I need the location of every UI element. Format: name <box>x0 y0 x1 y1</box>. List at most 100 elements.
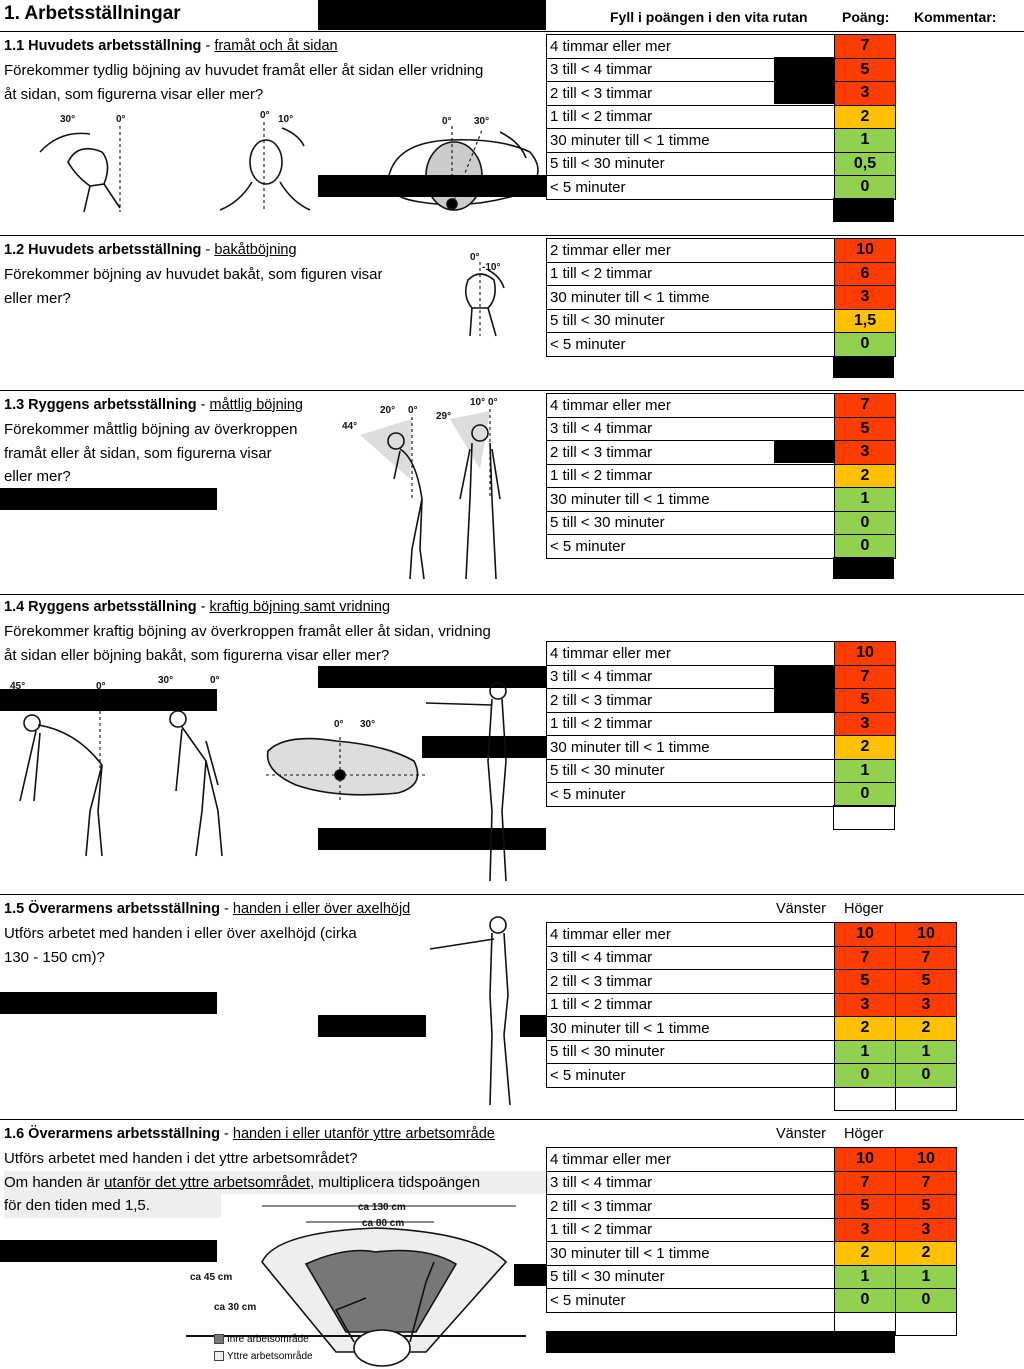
score-input-right[interactable] <box>895 1311 957 1336</box>
time-label: 3 till < 4 timmar <box>546 1170 835 1195</box>
fill-instruction: Fyll i poängen i den vita rutan <box>610 9 808 25</box>
redacted-block <box>774 666 834 712</box>
redacted-block <box>0 488 217 510</box>
time-label: 4 timmar eller mer <box>546 34 835 59</box>
section-description: Förekommer böjning av huvudet bakåt, som… <box>4 266 383 307</box>
time-label: 5 till < 30 minuter <box>546 758 835 783</box>
points-value: 0 <box>834 534 896 559</box>
svg-text:45°: 45° <box>10 681 25 692</box>
svg-text:ca 80 cm: ca 80 cm <box>362 1218 404 1229</box>
time-label: < 5 minuter <box>546 1063 835 1088</box>
points-left: 2 <box>834 1016 896 1041</box>
time-label: 30 minuter till < 1 timme <box>546 285 835 310</box>
work-area-figure: ca 130 cm ca 80 cm ca 45 cm ca 30 cm <box>186 1202 526 1367</box>
points-value: 6 <box>834 261 896 286</box>
time-label: 3 till < 4 timmar <box>546 416 835 441</box>
redacted-block <box>0 689 217 711</box>
points-left: 2 <box>834 1241 896 1266</box>
points-right: 5 <box>895 1194 957 1219</box>
points-value: 5 <box>834 688 896 713</box>
legend-swatch-inner <box>214 1334 224 1345</box>
points-value: 0 <box>834 782 896 807</box>
points-value: 7 <box>834 34 896 59</box>
points-left: 7 <box>834 1170 896 1195</box>
time-label: 1 till < 2 timmar <box>546 1217 835 1242</box>
time-label: 5 till < 30 minuter <box>546 1264 835 1289</box>
points-right: 2 <box>895 1241 957 1266</box>
svg-text:0°: 0° <box>210 675 220 686</box>
section-1-6: 1.6 Överarmens arbetsställning - handen … <box>0 1119 1024 1369</box>
score-input[interactable] <box>833 805 895 830</box>
svg-text:30°: 30° <box>158 675 173 686</box>
svg-text:10°: 10° <box>470 397 485 408</box>
points-left: 5 <box>834 969 896 994</box>
section-title: 1.2 Huvudets arbetsställning - bakåtböjn… <box>4 242 297 258</box>
points-right: 0 <box>895 1063 957 1088</box>
time-label: 5 till < 30 minuter <box>546 308 835 333</box>
svg-text:10°: 10° <box>278 114 293 125</box>
svg-text:0°: 0° <box>96 681 106 692</box>
points-value: 3 <box>834 81 896 106</box>
redacted-block <box>318 828 546 850</box>
points-value: 1 <box>834 487 896 512</box>
comment-header: Kommentar: <box>914 9 997 25</box>
redacted-block <box>546 1331 895 1353</box>
points-value: 0 <box>834 175 896 200</box>
head-flexion-figures: 30° 0° 0° 10° 0° 30° <box>39 110 539 213</box>
score-input-right[interactable] <box>895 1086 957 1111</box>
points-value: 7 <box>834 664 896 689</box>
time-label: < 5 minuter <box>546 534 835 559</box>
time-label: < 5 minuter <box>546 332 835 357</box>
legend-inner: Inre arbetsområde <box>214 1334 309 1345</box>
points-value: 0 <box>834 510 896 535</box>
redacted-block <box>318 1015 426 1037</box>
points-value: 10 <box>834 238 896 263</box>
time-label: 4 timmar eller mer <box>546 393 835 418</box>
svg-text:0°: 0° <box>116 114 126 125</box>
svg-text:ca 30 cm: ca 30 cm <box>214 1302 256 1313</box>
points-left: 10 <box>834 922 896 947</box>
column-left-header: Vänster <box>776 1126 826 1142</box>
time-label: 2 timmar eller mer <box>546 238 835 263</box>
points-right: 7 <box>895 945 957 970</box>
time-label: 30 minuter till < 1 timme <box>546 128 835 153</box>
score-input-left[interactable] <box>834 1086 896 1111</box>
points-left: 3 <box>834 1217 896 1242</box>
section-1-5: 1.5 Överarmens arbetsställning - handen … <box>0 894 1024 1119</box>
points-left: 1 <box>834 1039 896 1064</box>
redacted-block <box>774 441 834 463</box>
points-left: 5 <box>834 1194 896 1219</box>
time-label: < 5 minuter <box>546 1288 835 1313</box>
section-1-1: 1.1 Huvudets arbetsställning - framåt oc… <box>0 31 1024 235</box>
time-label: 5 till < 30 minuter <box>546 151 835 176</box>
time-label: 30 minuter till < 1 timme <box>546 1241 835 1266</box>
svg-text:0°: 0° <box>488 397 498 408</box>
time-label: 1 till < 2 timmar <box>546 992 835 1017</box>
